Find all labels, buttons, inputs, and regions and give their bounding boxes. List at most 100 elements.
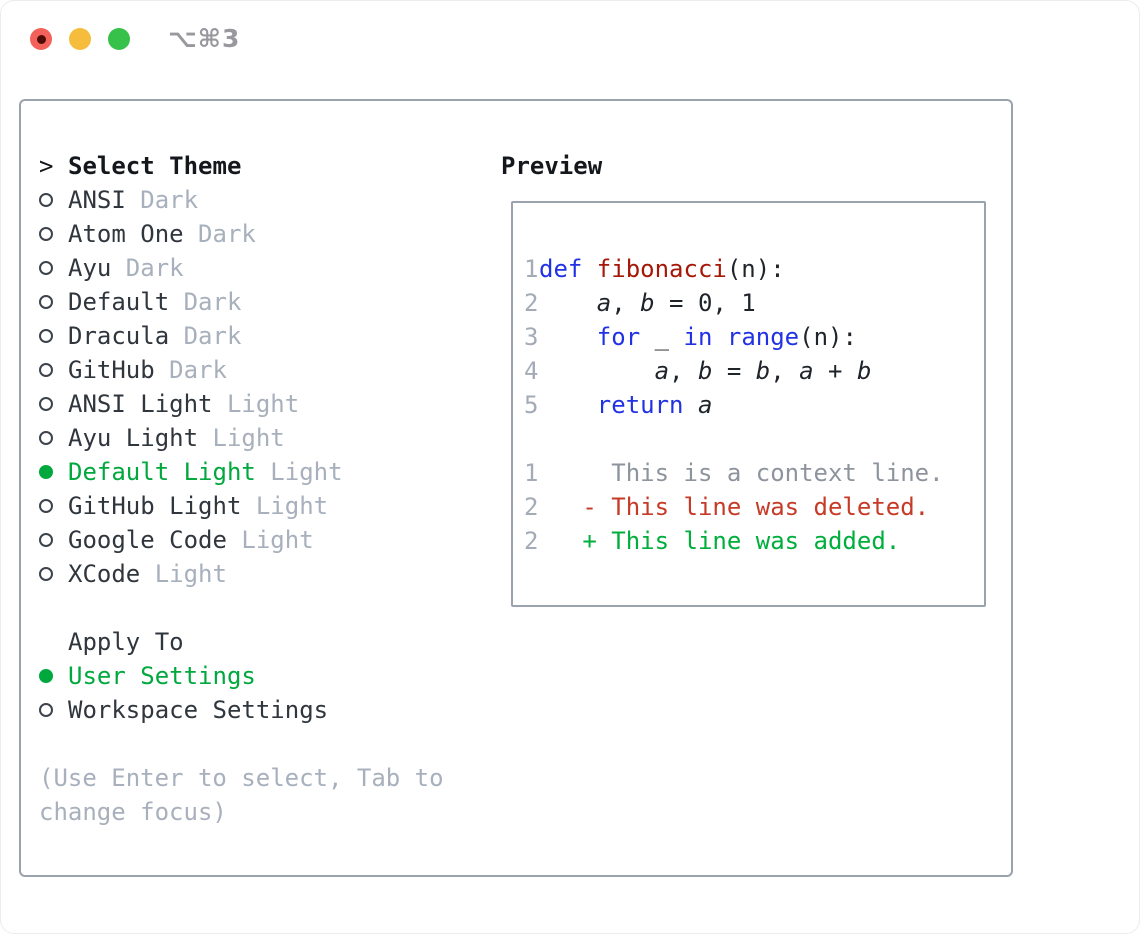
theme-name: Ayu Light xyxy=(68,424,213,452)
theme-tag: Light xyxy=(241,526,314,554)
theme-name: XCode xyxy=(68,560,155,588)
theme-picker-panel: > Select Theme ANSI Dark Atom One Dark Ay… xyxy=(19,99,1013,877)
theme-option[interactable]: XCode Light xyxy=(39,557,501,591)
radio-icon xyxy=(39,363,68,377)
help-text-line-1: (Use Enter to select, Tab to xyxy=(39,764,444,792)
code-line: 2 + This line was added. xyxy=(524,524,984,558)
radio-icon xyxy=(39,499,68,513)
theme-option[interactable]: Ayu Light Light xyxy=(39,421,501,455)
radio-icon xyxy=(39,431,68,445)
radio-icon xyxy=(39,669,68,683)
apply-option[interactable]: Workspace Settings xyxy=(39,693,501,727)
theme-name: ANSI xyxy=(68,186,141,214)
line-number: 1 xyxy=(524,255,539,283)
theme-list: > Select Theme ANSI Dark Atom One Dark Ay… xyxy=(39,149,501,829)
code-text: a, b = 0, 1 xyxy=(596,289,756,317)
titlebar: ⌥⌘3 xyxy=(1,1,1139,77)
code-text: This is a context line. xyxy=(539,459,944,487)
radio-icon xyxy=(39,567,68,581)
theme-tag: Dark xyxy=(198,220,256,248)
line-number: 5 xyxy=(524,391,539,419)
window-controls xyxy=(30,28,130,50)
code-line: 4 a, b = b, a + b xyxy=(524,354,984,388)
apply-to-header: Apply To xyxy=(39,625,501,659)
theme-name: Google Code xyxy=(68,526,242,554)
apply-to-options: User Settings Workspace Settings xyxy=(39,659,501,727)
apply-option-label: User Settings xyxy=(68,662,256,690)
theme-option[interactable]: Atom One Dark xyxy=(39,217,501,251)
theme-tag: Light xyxy=(226,390,300,418)
theme-tag: Dark xyxy=(183,288,242,316)
theme-name: Dracula xyxy=(68,322,184,350)
line-number: 2 xyxy=(524,527,539,555)
radio-icon xyxy=(39,261,68,275)
theme-name: Default Light xyxy=(68,458,271,486)
zoom-button-icon[interactable] xyxy=(108,28,130,50)
theme-tag: Light xyxy=(154,560,227,588)
theme-tag: Light xyxy=(212,424,285,452)
line-number: 3 xyxy=(524,323,539,351)
theme-name: GitHub xyxy=(68,356,170,384)
code-text: def fibonacci(n): xyxy=(539,255,785,283)
apply-to-title: Apply To xyxy=(68,628,184,656)
select-theme-title: Select Theme xyxy=(68,152,242,180)
theme-option[interactable]: ANSI Light Light xyxy=(39,387,501,421)
radio-icon xyxy=(39,533,68,547)
code-text: return a xyxy=(596,391,713,419)
preview-title: Preview xyxy=(501,152,603,180)
theme-name: Atom One xyxy=(68,220,199,248)
line-number: 2 xyxy=(524,289,539,317)
theme-name: Ayu xyxy=(68,254,126,282)
theme-tag: Dark xyxy=(169,356,227,384)
theme-name: GitHub Light xyxy=(68,492,256,520)
theme-tag: Dark xyxy=(125,254,184,282)
line-number: 4 xyxy=(524,357,539,385)
help-text-line-2: change focus) xyxy=(39,798,227,826)
spacer xyxy=(39,591,501,625)
radio-icon xyxy=(39,465,68,479)
apply-option-label: Workspace Settings xyxy=(68,696,329,724)
code-line: 2 - This line was deleted. xyxy=(524,490,984,524)
theme-option[interactable]: ANSI Dark xyxy=(39,183,501,217)
code-line: 2 a, b = 0, 1 xyxy=(524,286,984,320)
diff-preview: 1 This is a context line. 2 - This line … xyxy=(524,456,984,558)
theme-option[interactable]: Default Light Light xyxy=(39,455,501,489)
theme-option[interactable]: Ayu Dark xyxy=(39,251,501,285)
select-theme-header: > Select Theme xyxy=(39,149,501,183)
code-line: 5 return a xyxy=(524,388,984,422)
code-text: + This line was added. xyxy=(539,527,901,555)
theme-option[interactable]: Dracula Dark xyxy=(39,319,501,353)
theme-tag: Dark xyxy=(183,322,242,350)
theme-option[interactable]: Google Code Light xyxy=(39,523,501,557)
line-number: 2 xyxy=(524,493,539,521)
theme-tag: Light xyxy=(270,458,343,486)
theme-option[interactable]: Default Dark xyxy=(39,285,501,319)
keyboard-shortcut-label: ⌥⌘3 xyxy=(168,24,241,53)
theme-option[interactable]: GitHub Light Light xyxy=(39,489,501,523)
cursor-arrow-icon: > xyxy=(39,152,54,180)
radio-icon xyxy=(39,329,68,343)
apply-option[interactable]: User Settings xyxy=(39,659,501,693)
radio-icon xyxy=(39,703,68,717)
code-line: 3 for _ in range(n): xyxy=(524,320,984,354)
theme-tag: Dark xyxy=(140,186,199,214)
code-text: for _ in range(n): xyxy=(596,323,857,351)
spacer xyxy=(39,727,501,761)
minimize-button-icon[interactable] xyxy=(69,28,91,50)
radio-icon xyxy=(39,193,68,207)
radio-icon xyxy=(39,295,68,309)
theme-option[interactable]: GitHub Dark xyxy=(39,353,501,387)
code-line: 1 This is a context line. xyxy=(524,456,984,490)
code-text: - This line was deleted. xyxy=(539,493,930,521)
theme-name: Default xyxy=(68,288,184,316)
radio-icon xyxy=(39,227,68,241)
theme-options: ANSI Dark Atom One Dark Ayu Dark Default… xyxy=(39,183,501,591)
theme-tag: Light xyxy=(255,492,329,520)
close-button-icon[interactable] xyxy=(30,28,52,50)
radio-icon xyxy=(39,397,68,411)
